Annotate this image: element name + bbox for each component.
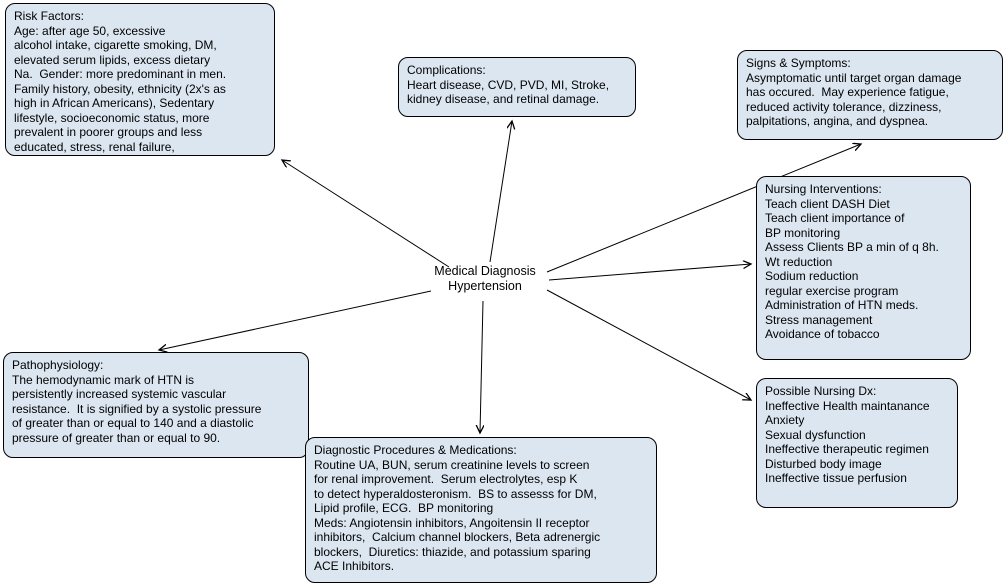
node-complications: Complications: Heart disease, CVD, PVD, …	[398, 57, 636, 117]
node-pathophysiology: Pathophysiology: The hemodynamic mark of…	[3, 352, 309, 458]
center-node-label: Medical Diagnosis Hypertension	[434, 264, 536, 293]
node-possible-nursing-dx-body: Ineffective Health maintanance Anxiety S…	[765, 398, 930, 486]
node-nursing-interventions-body: Teach client DASH Diet Teach client impo…	[765, 196, 939, 342]
node-complications-body: Heart disease, CVD, PVD, MI, Stroke, kid…	[407, 77, 610, 107]
node-nursing-interventions-title: Nursing Interventions:	[765, 182, 882, 196]
node-pathophysiology-title: Pathophysiology:	[12, 358, 104, 372]
node-pathophysiology-body: The hemodynamic mark of HTN is persisten…	[12, 372, 262, 445]
node-signs-symptoms: Signs & Symptoms: Asymptomatic until tar…	[737, 50, 1003, 140]
node-diagnostics-medications-title: Diagnostic Procedures & Medications:	[314, 443, 517, 457]
node-diagnostics-medications: Diagnostic Procedures & Medications: Rou…	[305, 437, 657, 583]
node-possible-nursing-dx-title: Possible Nursing Dx:	[765, 384, 877, 398]
node-risk-factors-title: Risk Factors:	[14, 9, 85, 23]
arrow-center-to-nursing-interventions	[548, 264, 751, 281]
node-possible-nursing-dx: Possible Nursing Dx: Ineffective Health …	[756, 378, 958, 508]
arrow-center-to-pathophysiology	[159, 290, 432, 350]
node-signs-symptoms-title: Signs & Symptoms:	[746, 56, 851, 70]
arrow-center-to-complications	[489, 121, 512, 263]
node-signs-symptoms-body: Asymptomatic until target organ damage h…	[746, 70, 962, 129]
node-risk-factors: Risk Factors: Age: after age 50, excessi…	[5, 3, 275, 156]
arrow-center-to-diagnostics	[480, 300, 483, 433]
node-risk-factors-body: Age: after age 50, excessive alcohol int…	[14, 23, 227, 154]
arrow-center-to-risk-factors	[282, 160, 450, 268]
node-complications-title: Complications:	[407, 63, 486, 77]
node-diagnostics-medications-body: Routine UA, BUN, serum creatinine levels…	[314, 457, 601, 574]
arrow-center-to-possible-nursing-dx	[546, 289, 751, 400]
node-nursing-interventions: Nursing Interventions: Teach client DASH…	[756, 176, 971, 360]
